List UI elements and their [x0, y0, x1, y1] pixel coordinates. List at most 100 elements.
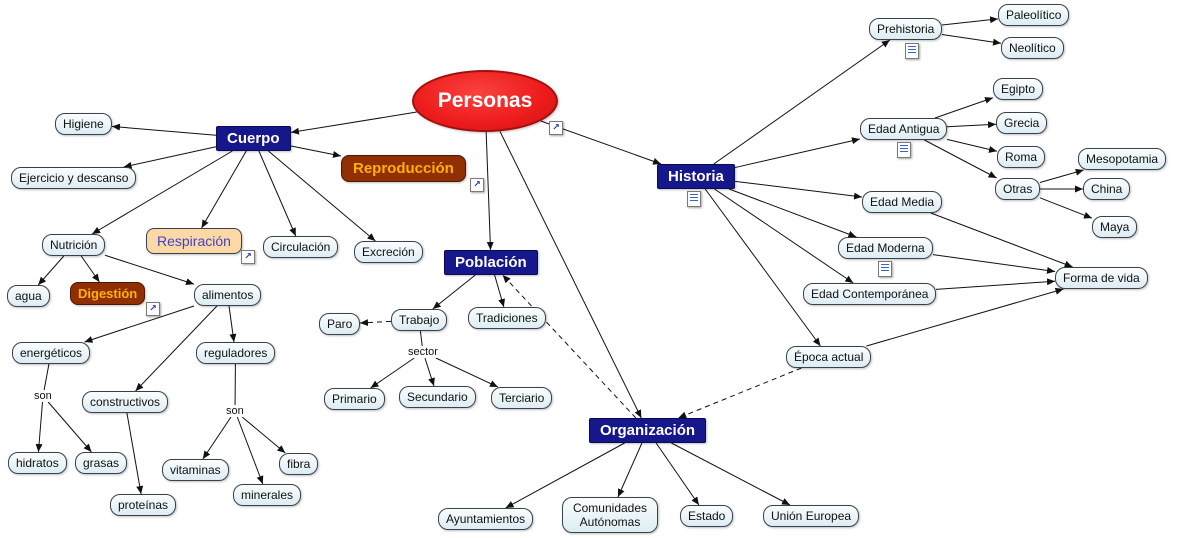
concept-digestion[interactable]: Digestión [70, 282, 146, 305]
concept-edad-antigua[interactable]: Edad Antigua [860, 118, 948, 140]
edge-son1-hidratos [35, 401, 44, 453]
concept-energeticos[interactable]: energéticos [12, 342, 91, 364]
edge-organizacion-union_europea [671, 442, 791, 506]
concept-terciario[interactable]: Terciario [491, 387, 553, 409]
concept-edad-media[interactable]: Edad Media [862, 191, 943, 213]
edge-historia-edad_antigua [734, 137, 861, 169]
resource-icon-prehistoria[interactable] [905, 43, 919, 59]
edge-edad_antigua-roma [946, 138, 998, 153]
concept-tradiciones[interactable]: Tradiciones [468, 307, 546, 329]
edge-prehistoria-paleolitico [941, 16, 999, 26]
concept-historia[interactable]: Historia [657, 164, 735, 189]
concept-personas[interactable]: Personas [412, 70, 558, 132]
concept-reguladores[interactable]: reguladores [196, 342, 276, 364]
concept-mesopotamia[interactable]: Mesopotamia [1078, 148, 1167, 170]
edge-poblacion-trabajo [432, 274, 476, 310]
edge-organizacion-comunidades [617, 442, 643, 498]
concept-forma-de-vida[interactable]: Forma de vida [1055, 267, 1148, 289]
edge-trabajo-paro [359, 319, 392, 327]
edge-edad_antigua-egipto [934, 97, 994, 119]
concept-paro[interactable]: Paro [319, 313, 361, 335]
concept-prehistoria[interactable]: Prehistoria [869, 18, 943, 40]
edge-energeticos-son1 [43, 363, 50, 391]
link-label-son-energeticos[interactable]: son [32, 390, 54, 402]
concept-epoca-actual[interactable]: Época actual [786, 346, 872, 368]
concept-grecia[interactable]: Grecia [996, 112, 1048, 134]
concept-cuerpo[interactable]: Cuerpo [216, 126, 291, 151]
concept-ayuntamientos[interactable]: Ayuntamientos [438, 508, 534, 530]
concept-edad-moderna[interactable]: Edad Moderna [838, 237, 933, 259]
link-label-sector[interactable]: sector [406, 346, 440, 358]
concept-reproduccion[interactable]: Reproducción [341, 155, 466, 182]
concept-ejercicio-y-descanso[interactable]: Ejercicio y descanso [11, 167, 137, 189]
edge-organizacion-estado [655, 442, 700, 506]
concept-secundario[interactable]: Secundario [399, 386, 476, 408]
edge-nutricion-agua [37, 255, 65, 286]
concept-egipto[interactable]: Egipto [993, 78, 1044, 100]
concept-estado[interactable]: Estado [680, 505, 734, 527]
concept-neolitico[interactable]: Neolítico [1001, 37, 1064, 59]
edge-personas-poblacion [485, 131, 494, 251]
concept-china[interactable]: China [1083, 178, 1131, 200]
edge-cuerpo-ejercicio [123, 146, 217, 169]
edge-sector-primario [370, 357, 415, 389]
edge-nutricion-digestion [80, 255, 100, 283]
link-icon-reproduccion[interactable]: ↗ [470, 178, 484, 192]
resource-icon-edad-moderna[interactable] [878, 261, 892, 277]
concept-trabajo[interactable]: Trabajo [391, 309, 448, 331]
edge-sector-secundario [424, 357, 435, 387]
concept-poblacion[interactable]: Población [444, 250, 538, 275]
concept-proteinas[interactable]: proteínas [110, 494, 177, 516]
edge-historia-epoca_actual [704, 188, 821, 347]
edge-personas-organizacion [499, 131, 642, 419]
edge-organizacion-ayuntamientos [505, 442, 625, 509]
link-label-son-reguladores[interactable]: son [224, 405, 246, 417]
concept-comunidades-autonomas[interactable]: Comunidades Autónomas [562, 497, 658, 533]
link-icon-digestion[interactable]: ↗ [146, 302, 160, 316]
concept-fibra[interactable]: fibra [279, 453, 319, 475]
edge-sector-terciario [435, 357, 499, 388]
edge-cuerpo-nutricion [91, 150, 233, 235]
edge-cuerpo-reproduccion [290, 145, 342, 158]
concept-grasas[interactable]: grasas [75, 452, 128, 474]
resource-icon-edad-antigua[interactable] [897, 142, 911, 158]
link-icon-respiracion[interactable]: ↗ [241, 250, 255, 264]
edge-edad_antigua-grecia [946, 121, 997, 129]
concept-hidratos[interactable]: hidratos [8, 452, 67, 474]
edge-otras-mesopotamia [1039, 168, 1084, 184]
edge-cuerpo-respiracion [201, 150, 247, 229]
edge-historia-edad_moderna [728, 188, 857, 238]
concept-alimentos[interactable]: alimentos [194, 284, 262, 306]
concept-constructivos[interactable]: constructivos [82, 391, 169, 413]
concept-nutricion[interactable]: Nutrición [42, 234, 106, 256]
edge-nutricion-alimentos [104, 254, 195, 285]
concept-union-europea[interactable]: Unión Europea [763, 505, 860, 527]
concept-higiene[interactable]: Higiene [55, 113, 112, 135]
edge-edad_contemporanea-forma_de_vida [935, 278, 1056, 290]
edge-edad_moderna-forma_de_vida [932, 254, 1056, 274]
edge-organizacion-poblacion [502, 274, 637, 419]
concept-organizacion[interactable]: Organización [589, 418, 707, 443]
concept-minerales[interactable]: minerales [233, 484, 302, 506]
concept-paleolitico[interactable]: Paleolítico [998, 4, 1070, 26]
concept-roma[interactable]: Roma [997, 146, 1046, 168]
edge-cuerpo-circulacion [258, 150, 297, 237]
concept-agua[interactable]: agua [7, 285, 50, 307]
edge-son2-fibra [241, 416, 286, 454]
concept-maya[interactable]: Maya [1092, 216, 1138, 238]
concept-edad-contemporanea[interactable]: Edad Contemporánea [803, 283, 937, 305]
concept-respiracion[interactable]: Respiración [146, 228, 242, 254]
edge-personas-cuerpo [290, 111, 417, 135]
concept-circulacion[interactable]: Circulación [263, 236, 339, 258]
resource-icon-historia[interactable] [687, 191, 701, 207]
edge-edad_media-forma_de_vida [930, 212, 1073, 268]
concept-vitaminas[interactable]: vitaminas [162, 459, 229, 481]
concept-excrecion[interactable]: Excreción [354, 241, 423, 263]
concept-primario[interactable]: Primario [324, 388, 385, 410]
link-icon-personas[interactable]: ↗ [549, 121, 563, 135]
edge-alimentos-reguladores [228, 305, 237, 343]
edge-poblacion-tradiciones [494, 274, 505, 308]
concept-otras[interactable]: Otras [995, 178, 1041, 200]
